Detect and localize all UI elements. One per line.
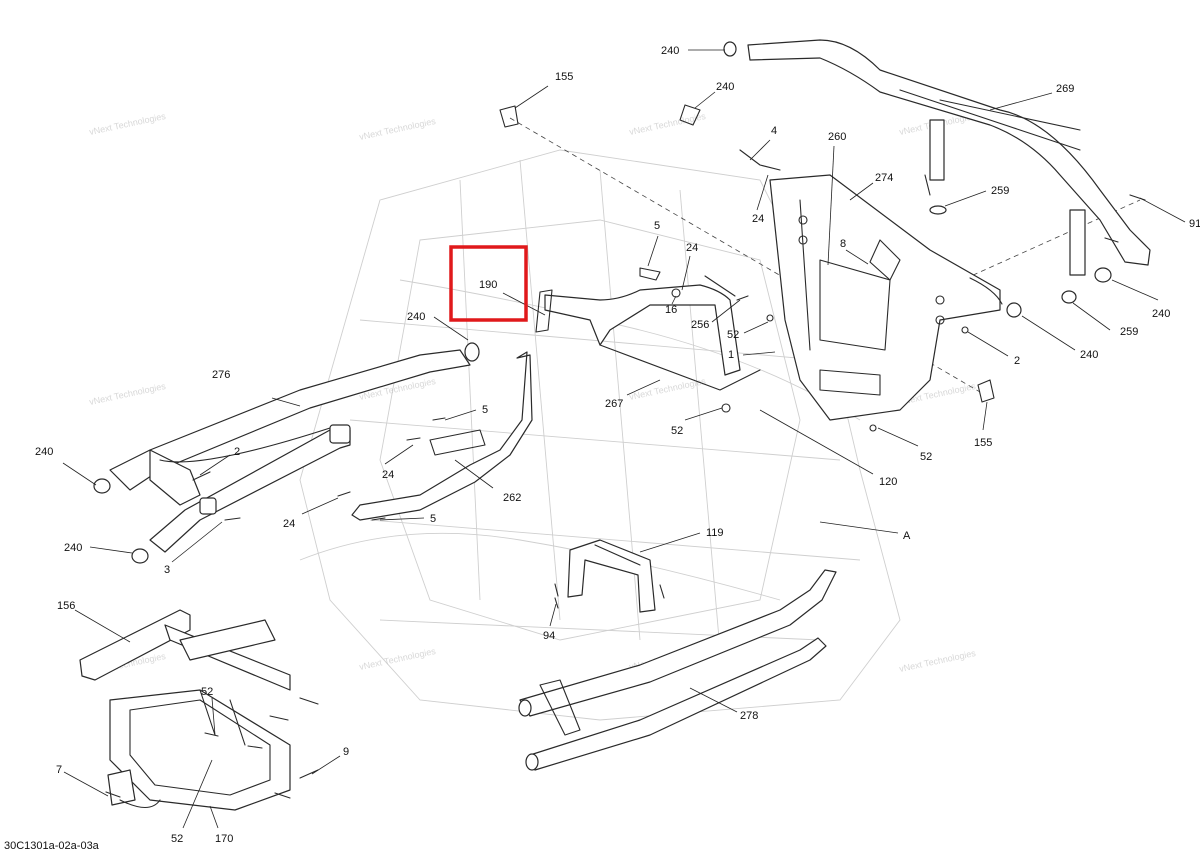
part-156-hitch-assembly <box>79 609 291 811</box>
watermark-text: vNext Technologies <box>358 646 437 672</box>
callout-label: 240 <box>1080 349 1098 361</box>
part-274-main-frame <box>769 174 1003 421</box>
callout-label: 52 <box>727 329 739 341</box>
callout-label: 1 <box>728 349 734 361</box>
callout-label: 7 <box>56 764 62 776</box>
callout-label: 240 <box>661 45 679 57</box>
callout-label: 4 <box>771 125 777 137</box>
callout-label: 259 <box>1120 326 1138 338</box>
callout-label: 155 <box>555 71 573 83</box>
callout-label: 267 <box>605 398 623 410</box>
callout-label: 240 <box>716 81 734 93</box>
callout-label: 2 <box>1014 355 1020 367</box>
watermark-text: vNext Technologies <box>88 111 167 137</box>
fasteners <box>105 104 1145 799</box>
callout-label: 256 <box>691 319 709 331</box>
callout-label: 24 <box>752 213 764 225</box>
callout-label: 52 <box>920 451 932 463</box>
callout-label: 240 <box>407 311 425 323</box>
callout-label: 276 <box>212 369 230 381</box>
callout-label: 24 <box>283 518 295 530</box>
callout-label: 259 <box>991 185 1009 197</box>
callout-label: 269 <box>1056 83 1074 95</box>
callout-label: 24 <box>686 242 698 254</box>
callout-label: 278 <box>740 710 758 722</box>
watermark-text: vNext Technologies <box>88 381 167 407</box>
callout-label: 16 <box>665 304 677 316</box>
document-code: 30C1301a-02a-03a <box>4 840 99 852</box>
callout-label: 52 <box>201 686 213 698</box>
leader-lines <box>62 49 1186 829</box>
callout-label: 262 <box>503 492 521 504</box>
part-278-lower-bar <box>518 569 837 771</box>
callout-label: 260 <box>828 131 846 143</box>
callout-label: 24 <box>382 469 394 481</box>
callout-label: 156 <box>57 600 75 612</box>
callout-label: 8 <box>840 238 846 250</box>
watermark-text: vNext Technologies <box>628 111 707 137</box>
callout-labels: 240 155 240 4 260 269 274 24 259 91 5 24… <box>35 45 1200 845</box>
callout-label: 170 <box>215 833 233 845</box>
callout-label: 5 <box>430 513 436 525</box>
callout-label: 52 <box>171 833 183 845</box>
callout-label: 91 <box>1189 218 1200 230</box>
part-269-rear-bar <box>723 39 1151 276</box>
callout-label: 190 <box>479 279 497 291</box>
part-119-bracket <box>567 539 656 613</box>
callout-label: 94 <box>543 630 555 642</box>
highlight-box <box>449 245 528 322</box>
callout-label: 120 <box>879 476 897 488</box>
callout-label: 240 <box>1152 308 1170 320</box>
watermark-text: vNext Technologies <box>358 116 437 142</box>
callout-label: 9 <box>343 746 349 758</box>
part-262-side-bar <box>351 351 533 521</box>
part-267-tube <box>535 284 761 391</box>
callout-label: 5 <box>654 220 660 232</box>
callout-label: 2 <box>234 446 240 458</box>
callout-label: 240 <box>64 542 82 554</box>
callout-label: 5 <box>482 404 488 416</box>
callout-label: 52 <box>671 425 683 437</box>
callout-label: 155 <box>974 437 992 449</box>
callout-label: 274 <box>875 172 893 184</box>
callout-label: 119 <box>706 527 724 539</box>
callout-label: 240 <box>35 446 53 458</box>
watermark-text: vNext Technologies <box>898 648 977 674</box>
callout-label: A <box>903 530 911 542</box>
ghost-frame <box>299 149 901 721</box>
part-276-left-bar <box>93 342 480 564</box>
callout-label: 3 <box>164 564 170 576</box>
